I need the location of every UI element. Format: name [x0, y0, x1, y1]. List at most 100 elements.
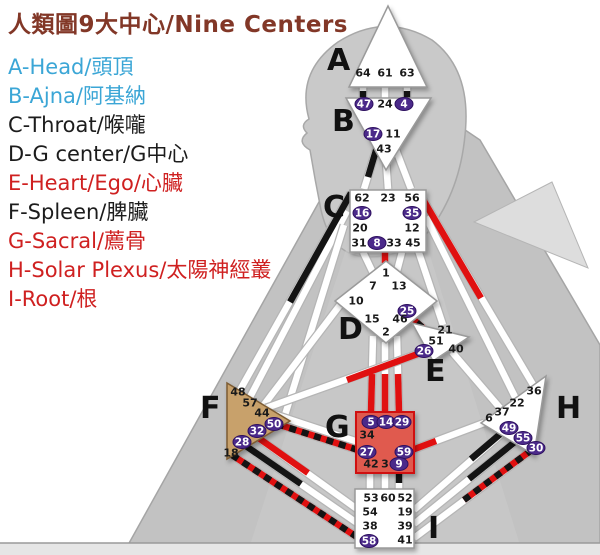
gate-circle-4 [394, 97, 414, 111]
gate-32: 32 [250, 426, 265, 438]
g-center [333, 260, 439, 344]
center-letter-C: C [323, 190, 345, 225]
gate-36: 36 [526, 385, 542, 398]
gate-9: 9 [395, 459, 402, 471]
gate-3: 3 [381, 458, 389, 471]
gate-circle-55 [513, 431, 533, 445]
gate-53: 53 [363, 492, 378, 505]
gate-46: 46 [392, 313, 408, 326]
center-letter-A: A [327, 43, 351, 78]
gate-circle-9 [389, 457, 409, 471]
channel [414, 248, 447, 327]
gate-circle-16 [352, 206, 372, 220]
bottom-band [0, 543, 600, 555]
legend-item-head: A-Head/頭頂 [8, 55, 134, 79]
gate-22: 22 [509, 397, 524, 410]
gate-7: 7 [369, 280, 377, 293]
gate-38: 38 [362, 520, 377, 533]
gate-41: 41 [397, 534, 412, 547]
page-title: 人類圖9大中心/Nine Centers [8, 12, 348, 38]
gate-58: 58 [362, 536, 377, 548]
gate-47: 47 [357, 99, 372, 111]
gate-44: 44 [254, 407, 270, 420]
gate-43: 43 [376, 143, 391, 156]
channel-segment-black [241, 441, 303, 487]
throat-center [349, 189, 427, 253]
gate-63: 63 [399, 67, 414, 80]
gate-56: 56 [404, 192, 420, 205]
legend-item-ajna: B-Ajna/阿基納 [8, 84, 146, 108]
gate-50: 50 [267, 419, 282, 431]
channel-segment-red [367, 373, 376, 413]
channel [423, 215, 519, 401]
legend-item-spleen: F-Spleen/脾臟 [8, 200, 149, 224]
gate-circle-35 [402, 206, 422, 220]
channel-segment-striped-black [276, 420, 359, 454]
channel [281, 224, 348, 416]
gate-21: 21 [437, 324, 452, 337]
gate-62: 62 [354, 192, 369, 205]
gate-4: 4 [400, 99, 407, 111]
center-letter-F: F [200, 391, 221, 426]
gate-40: 40 [448, 343, 464, 356]
channel-segment-striped-black [462, 446, 535, 503]
gate-circle-8 [367, 236, 387, 250]
gate-13: 13 [391, 280, 406, 293]
channel-segment-black [466, 438, 519, 482]
gate-circle-30 [526, 441, 546, 455]
legend-item-sacral: G-Sacral/薦骨 [8, 229, 147, 253]
legend-item-solar-plexus: H-Solar Plexus/太陽神經叢 [8, 258, 272, 282]
gate-2: 2 [382, 326, 390, 339]
gate-19: 19 [397, 506, 412, 519]
gate-33: 33 [386, 237, 401, 250]
gate-20: 20 [352, 222, 368, 235]
gate-circle-17 [363, 127, 383, 141]
center-letter-B: B [332, 104, 355, 139]
channel-segment-red [418, 194, 484, 300]
centers-legend: A-Head/頭頂 B-Ajna/阿基納 C-Throat/喉嚨 D-G cen… [8, 53, 271, 314]
centers-layer [226, 4, 548, 549]
gate-12: 12 [404, 222, 419, 235]
channel-segment-red [394, 373, 403, 413]
gate-circle-50 [264, 417, 284, 431]
channel-segment-black [287, 191, 354, 304]
gate-circle-26 [414, 344, 434, 358]
gate-61: 61 [377, 67, 392, 80]
gate-circle-27 [357, 445, 377, 459]
channel [246, 209, 350, 401]
center-letter-D: D [338, 312, 363, 347]
gate-59: 59 [397, 447, 412, 459]
gate-circle-32 [247, 424, 267, 438]
gate-27: 27 [360, 447, 375, 459]
legend-item-heart: E-Heart/Ego/心臟 [8, 171, 183, 195]
gate-57: 57 [242, 397, 257, 410]
gate-circle-29 [392, 415, 412, 429]
gate-52: 52 [397, 492, 412, 505]
gate-28: 28 [235, 437, 250, 449]
gate-circle-47 [354, 97, 374, 111]
shoulder-wedge [472, 181, 589, 269]
gate-49: 49 [502, 423, 517, 435]
center-letter-I: I [428, 511, 439, 546]
gate-17: 17 [366, 129, 381, 141]
legend-item-throat: C-Throat/喉嚨 [8, 113, 146, 137]
gate-23: 23 [380, 192, 395, 205]
gate-circle-28 [232, 435, 252, 449]
gate-35: 35 [405, 208, 420, 220]
gate-circle-58 [359, 534, 379, 548]
center-letter-E: E [425, 354, 446, 389]
gate-54: 54 [362, 506, 378, 519]
gate-1: 1 [382, 267, 390, 280]
channel-segment-red [410, 437, 438, 454]
gate-15: 15 [364, 313, 379, 326]
gate-60: 60 [380, 492, 396, 505]
gate-55: 55 [516, 433, 531, 445]
gate-circle-25 [397, 304, 417, 318]
gate-48: 48 [230, 386, 245, 399]
channels-layer [229, 86, 539, 543]
gate-29: 29 [395, 417, 410, 429]
center-letter-G: G [325, 410, 350, 445]
gate-64: 64 [355, 67, 371, 80]
